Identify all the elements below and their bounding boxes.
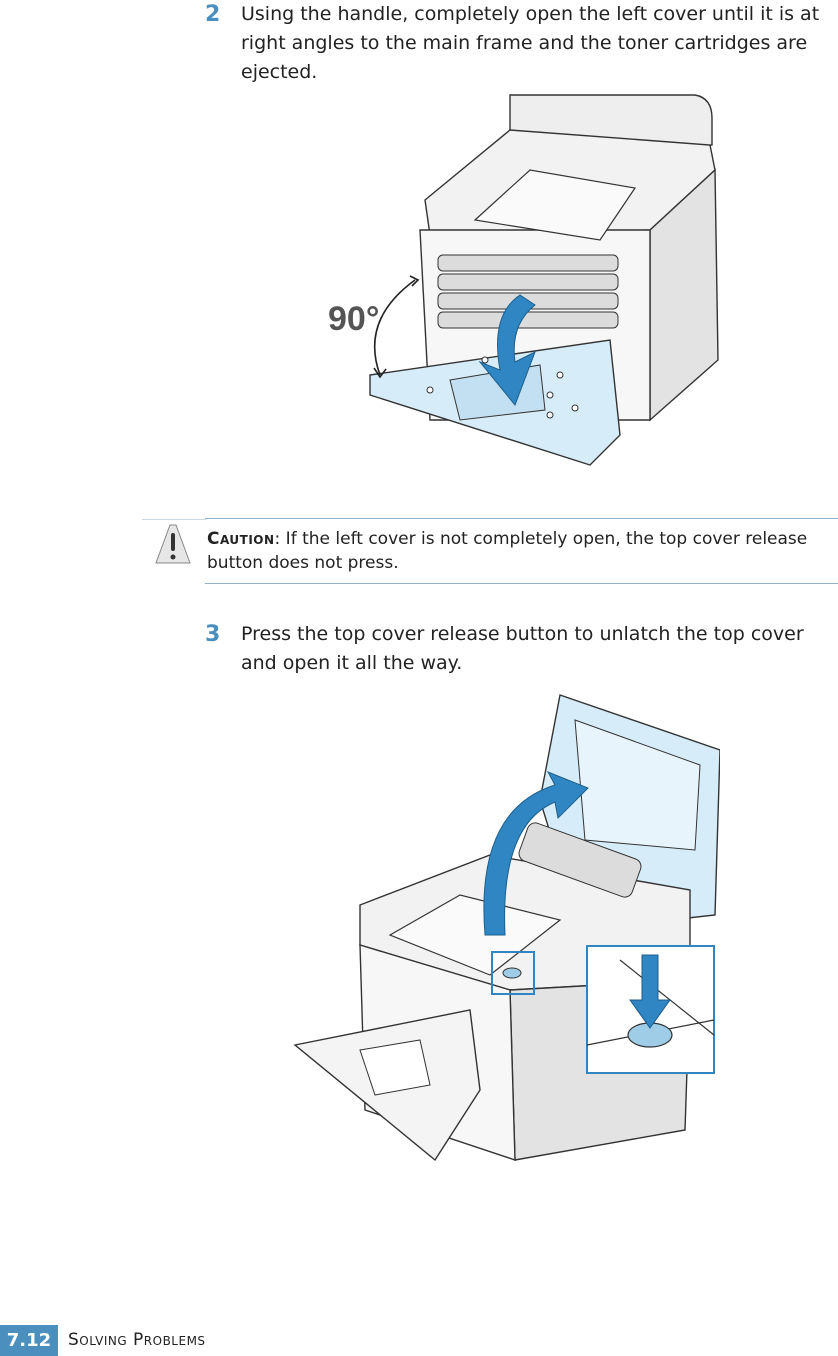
angle-label: 90° (328, 300, 379, 338)
step-2: 2 Using the handle, completely open the … (205, 0, 835, 87)
step-3: 3 Press the top cover release button to … (205, 620, 835, 678)
caution-box: Caution: If the left cover is not comple… (205, 518, 838, 584)
section-title: Solving Problems (68, 1330, 206, 1350)
caution-label: Caution (207, 529, 275, 549)
printer-top-cover-open-illustration (293, 694, 720, 1162)
step-number: 3 (205, 622, 221, 647)
printer-left-cover-open-illustration: 90° (328, 94, 719, 466)
page-footer: 7.12 Solving Problems (0, 1325, 838, 1356)
caution-message: : If the left cover is not completely op… (207, 529, 808, 573)
step-number: 2 (205, 2, 221, 27)
caution-text-block: Caution: If the left cover is not comple… (207, 527, 835, 575)
step-text: Using the handle, completely open the le… (241, 3, 820, 83)
step-text: Press the top cover release button to un… (241, 623, 804, 674)
caution-icon (142, 519, 206, 564)
page-number: 7.12 (0, 1325, 58, 1356)
